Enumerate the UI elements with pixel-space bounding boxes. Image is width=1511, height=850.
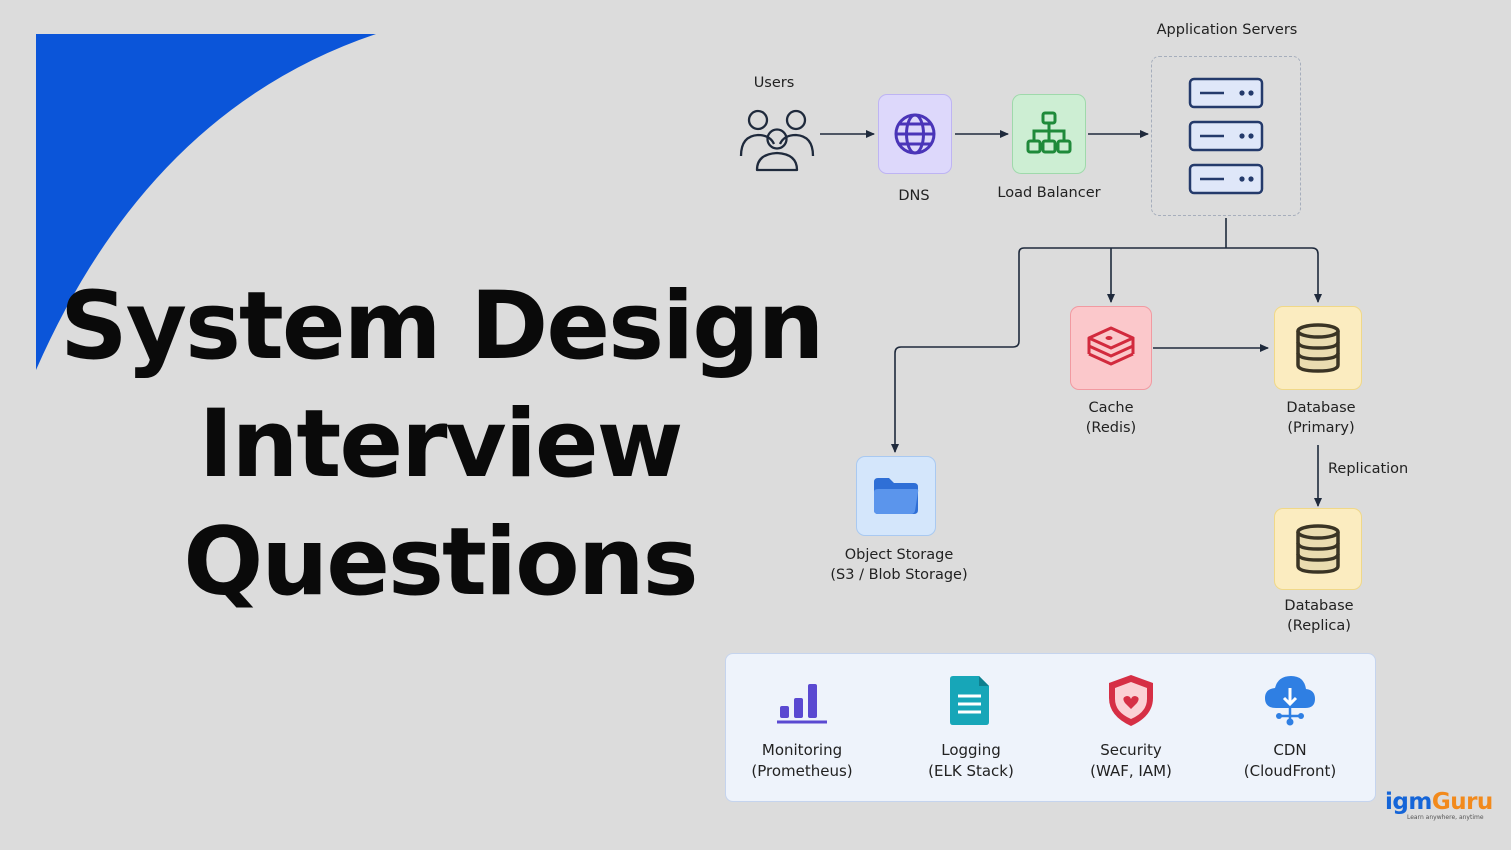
app-servers-label: Application Servers <box>1156 22 1298 38</box>
service-security-line2: (WAF, IAM) <box>1090 762 1172 780</box>
brand-tagline: Learn anywhere, anytime <box>1407 814 1484 821</box>
object-storage-label-line1: Object Storage <box>844 547 954 563</box>
cloud-network-icon <box>1265 676 1315 726</box>
service-security: Security (WAF, IAM) <box>1046 654 1216 803</box>
users-icon <box>739 109 815 172</box>
database-icon <box>1296 524 1340 574</box>
bar-chart-icon <box>777 684 827 724</box>
sitemap-icon <box>1026 111 1072 154</box>
redis-stack-icon <box>1087 326 1135 366</box>
shield-icon <box>1109 675 1153 726</box>
document-icon <box>950 676 989 725</box>
brand-name-part2: Guru <box>1431 789 1493 815</box>
load-balancer-tile <box>1012 94 1086 174</box>
cache-label: Cache (Redis) <box>1061 398 1161 438</box>
db-primary-label-line1: Database <box>1286 400 1356 416</box>
server-rack-icon <box>1188 77 1264 195</box>
service-cdn: CDN (CloudFront) <box>1205 654 1375 803</box>
app-servers-group <box>1151 56 1301 216</box>
cache-tile <box>1070 306 1152 390</box>
service-logging-line2: (ELK Stack) <box>928 762 1014 780</box>
db-primary-label-line2: (Primary) <box>1287 420 1355 436</box>
title-line-3: Questions <box>183 508 698 617</box>
service-monitoring-line2: (Prometheus) <box>751 762 853 780</box>
corner-decoration <box>36 34 376 370</box>
service-monitoring-line1: Monitoring <box>761 741 843 759</box>
edge-to-db-primary <box>1226 247 1322 303</box>
service-monitoring: Monitoring (Prometheus) <box>717 654 887 803</box>
object-storage-label-line2: (S3 / Blob Storage) <box>830 567 968 583</box>
db-primary-tile <box>1274 306 1362 390</box>
db-replica-tile <box>1274 508 1362 590</box>
services-panel: Monitoring (Prometheus) Logging (ELK Sta… <box>725 653 1376 802</box>
brand-logo: igmGuru Learn anywhere, anytime <box>1385 790 1495 821</box>
dns-tile <box>878 94 952 174</box>
replication-label: Replication <box>1328 461 1409 477</box>
object-storage-label: Object Storage (S3 / Blob Storage) <box>824 545 974 585</box>
users-label: Users <box>753 75 795 91</box>
cache-label-line1: Cache <box>1088 400 1134 416</box>
brand-name-part1: igm <box>1385 789 1432 815</box>
db-replica-label: Database (Replica) <box>1264 596 1374 636</box>
load-balancer-label: Load Balancer <box>997 185 1101 201</box>
service-logging: Logging (ELK Stack) <box>886 654 1056 803</box>
database-icon <box>1296 323 1340 373</box>
service-cdn-line1: CDN <box>1273 741 1307 759</box>
brand-name: igmGuru <box>1385 790 1495 814</box>
globe-icon <box>894 113 936 155</box>
service-cdn-line2: (CloudFront) <box>1243 762 1337 780</box>
folder-icon <box>874 478 919 514</box>
cache-label-line2: (Redis) <box>1085 420 1137 436</box>
edge-to-storage <box>891 247 1226 453</box>
dns-label: DNS <box>898 188 930 204</box>
service-logging-line1: Logging <box>941 741 1001 759</box>
object-storage-tile <box>856 456 936 536</box>
title-line-2: Interview <box>198 390 683 499</box>
title-line-1: System Design <box>60 272 824 381</box>
db-primary-label: Database (Primary) <box>1266 398 1376 438</box>
db-replica-label-line1: Database <box>1284 598 1354 614</box>
db-replica-label-line2: (Replica) <box>1287 618 1351 634</box>
service-security-line1: Security <box>1100 741 1162 759</box>
page-title: System Design Interview Questions <box>60 268 824 622</box>
